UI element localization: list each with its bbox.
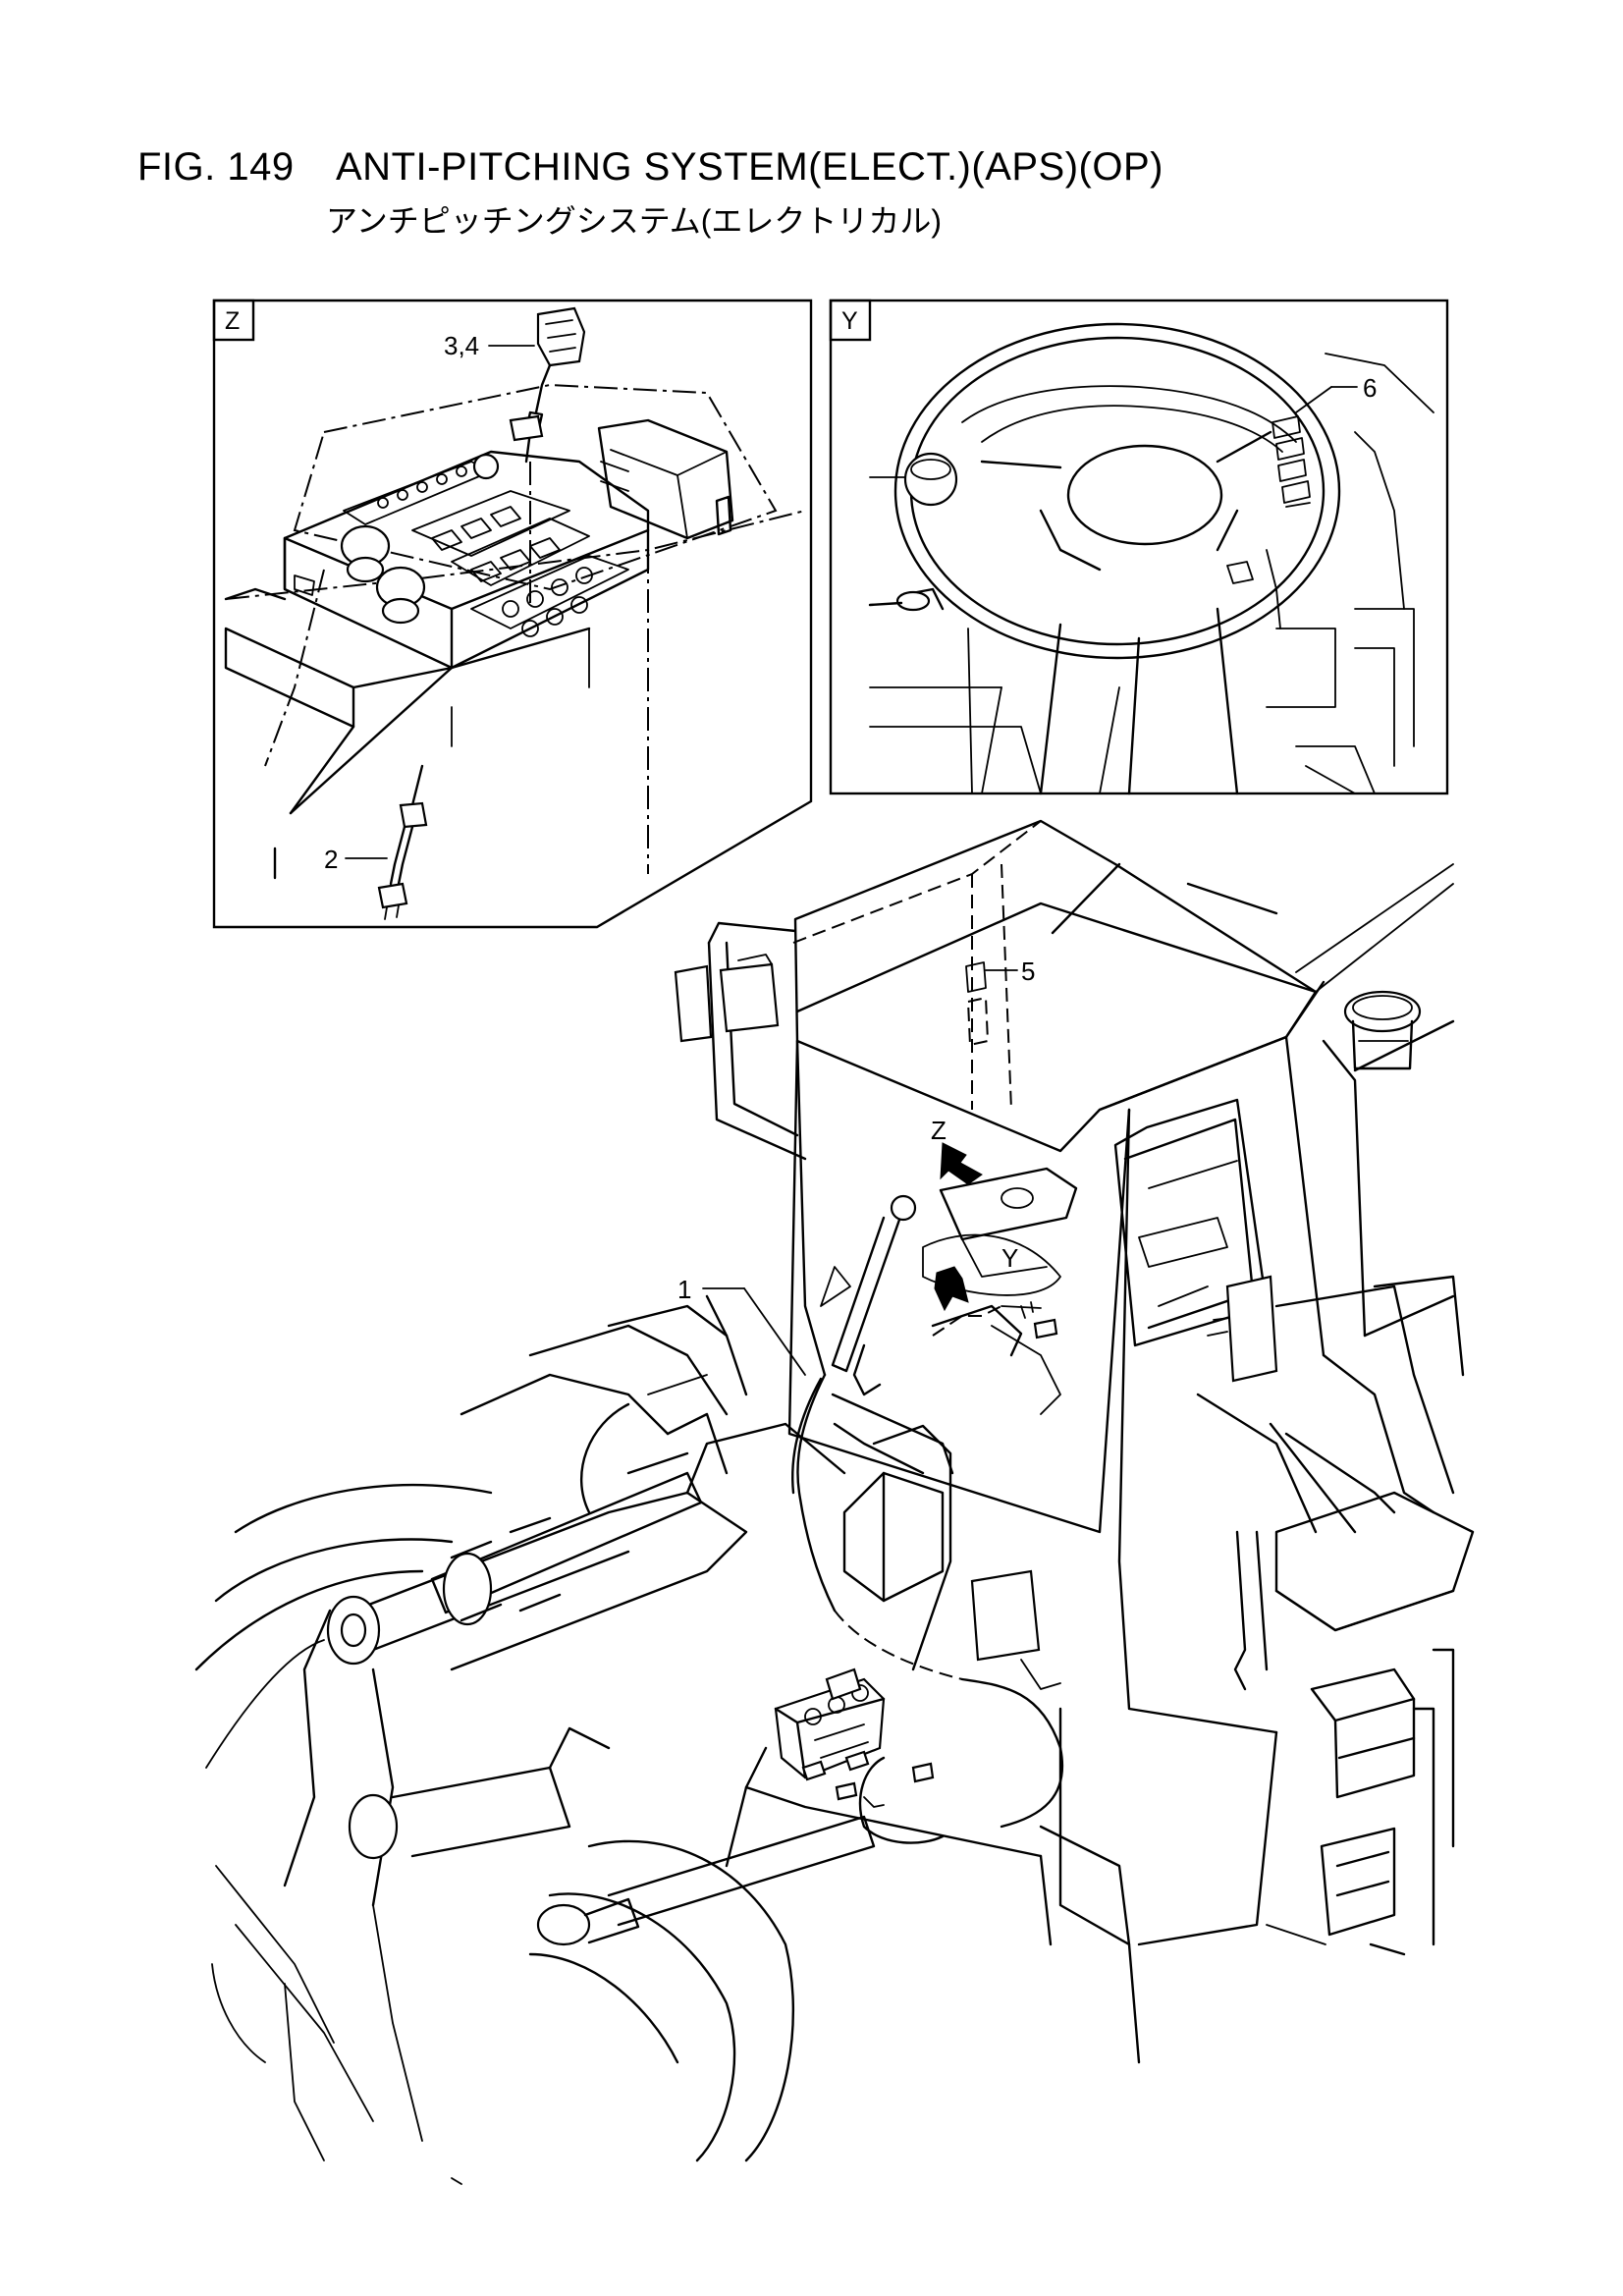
view-z-arrow-label: Z xyxy=(931,1116,947,1145)
callout-1: 1 xyxy=(677,1275,691,1304)
lift-cylinder xyxy=(430,1471,703,1626)
callout-6: 6 xyxy=(1363,373,1377,403)
figure-title: ANTI-PITCHING SYSTEM(ELECT.)(APS)(OP) xyxy=(336,145,1163,189)
figure-subtitle: アンチピッチングシステム(エレクトリカル) xyxy=(326,203,943,239)
callout-5: 5 xyxy=(1021,957,1035,986)
view-y-arrow xyxy=(934,1266,969,1312)
switch-part xyxy=(509,306,586,464)
view-z-label-box xyxy=(212,299,255,342)
view-z-frame xyxy=(212,299,813,929)
view-z-arrow xyxy=(940,1142,983,1185)
harness-part-2 xyxy=(377,764,428,920)
view-y-frame xyxy=(829,299,1449,795)
control-valve xyxy=(774,1667,935,1808)
figure-number: FIG. 149 xyxy=(137,145,295,189)
dashboard-panel xyxy=(283,450,650,670)
view-z-detail: Z 3,4 xyxy=(212,299,813,929)
view-y-label: Y xyxy=(841,307,858,335)
view-y-detail: Y 6 xyxy=(829,299,1449,795)
view-y-label-box xyxy=(829,299,872,342)
view-y-arrow-label: Y xyxy=(1001,1243,1018,1273)
view-z-label: Z xyxy=(225,307,240,335)
callout-2: 2 xyxy=(324,845,338,874)
callout-3-4: 3,4 xyxy=(444,331,479,360)
main-machine: 5 Z xyxy=(194,819,1475,2185)
